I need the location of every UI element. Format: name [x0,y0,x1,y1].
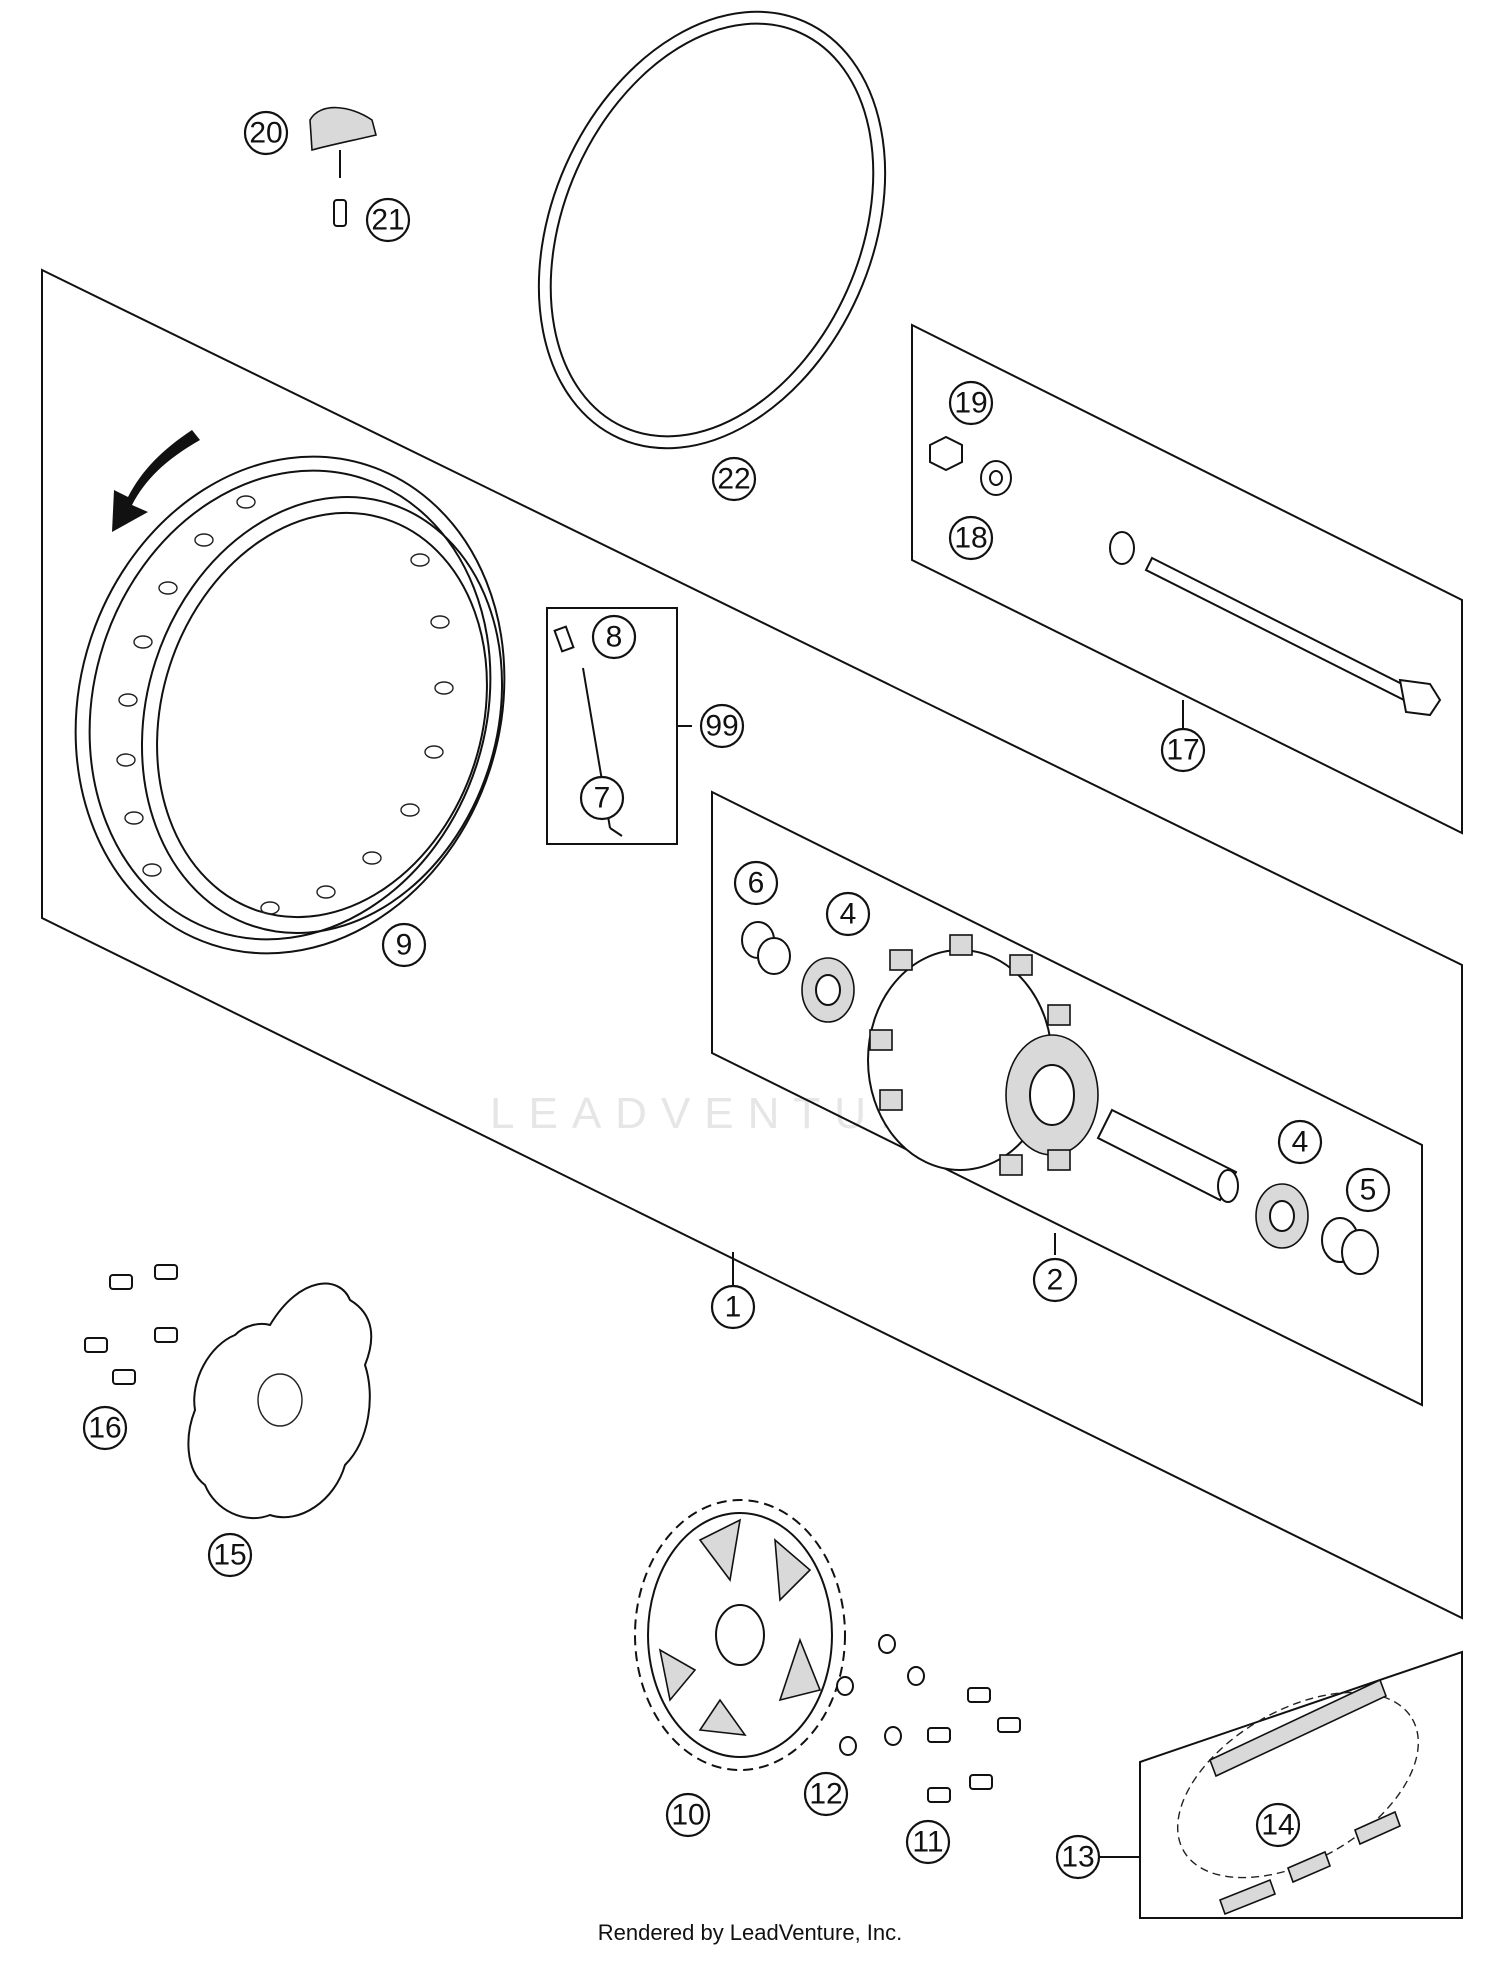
valve-part-20 [309,106,377,178]
callout-13[interactable]: 13 [1055,1834,1101,1880]
svg-text:2: 2 [1047,1264,1064,1297]
svg-text:20: 20 [249,117,282,150]
callout-5[interactable]: 5 [1345,1167,1391,1213]
sprocket-part-10 [634,1499,846,1771]
bearing-part-4-right [1255,1183,1309,1249]
washer-part-18 [980,460,1012,496]
distance-tube [1096,1108,1239,1203]
callout-4-right[interactable]: 4 [1277,1119,1323,1165]
axle-panel [911,323,1463,835]
svg-text:15: 15 [213,1539,246,1572]
callout-1[interactable]: 1 [710,1284,756,1330]
sprocket-bolts-part-11 [927,1687,1021,1803]
render-credit: Rendered by LeadVenture, Inc. [597,1920,903,1945]
svg-text:10: 10 [671,1799,704,1832]
rim-part-9 [74,455,506,955]
svg-text:22: 22 [717,463,750,496]
callout-15[interactable]: 15 [207,1532,253,1578]
callout-14[interactable]: 14 [1255,1802,1301,1848]
hub-spacer-part-6 [741,921,791,975]
valve-cap-part-21 [333,199,347,227]
svg-text:14: 14 [1261,1809,1294,1842]
callout-6[interactable]: 6 [733,860,779,906]
callout-20[interactable]: 20 [243,110,289,156]
svg-text:4: 4 [840,898,857,931]
spoke-nipple-part-8 [553,625,575,653]
callout-12[interactable]: 12 [803,1771,849,1817]
svg-text:16: 16 [88,1412,121,1445]
master-link-part-14 [1286,1850,1332,1884]
axle-part-17 [1109,531,1442,717]
callout-16[interactable]: 16 [82,1405,128,1451]
svg-text:7: 7 [594,782,611,815]
callout-8[interactable]: 8 [591,614,637,660]
svg-text:1: 1 [725,1291,742,1324]
callout-99[interactable]: 99 [699,703,745,749]
callout-9[interactable]: 9 [381,922,427,968]
hub-spacer-part-5 [1321,1217,1379,1275]
callout-19[interactable]: 19 [948,380,994,426]
svg-text:99: 99 [705,710,738,743]
callout-18[interactable]: 18 [948,515,994,561]
svg-text:18: 18 [954,522,987,555]
svg-text:9: 9 [396,929,413,962]
rim-tape-part-22 [537,10,887,450]
callout-22[interactable]: 22 [711,456,757,502]
svg-text:6: 6 [748,867,765,900]
svg-text:12: 12 [809,1778,842,1811]
svg-text:21: 21 [371,204,404,237]
disc-bolts-part-16 [84,1264,178,1385]
callout-7[interactable]: 7 [579,775,625,821]
chain-part-13 [1176,1678,1420,1916]
hub-assembly-panel [711,790,1423,1407]
callout-10[interactable]: 10 [665,1792,711,1838]
brake-disc-part-15 [187,1282,373,1520]
svg-text:17: 17 [1166,734,1199,767]
callout-11[interactable]: 11 [905,1819,951,1865]
svg-text:19: 19 [954,387,987,420]
hub-part-2 [867,934,1099,1176]
chain-panel [1139,1650,1463,1919]
bearing-part-4-left [801,957,855,1023]
svg-text:5: 5 [1360,1174,1377,1207]
callout-4-left[interactable]: 4 [825,891,871,937]
rotation-direction-arrow-icon [112,430,200,532]
svg-text:13: 13 [1061,1841,1094,1874]
axle-nut-part-19 [929,435,963,472]
wheel-assembly-panel [41,268,1463,1620]
callout-2[interactable]: 2 [1032,1257,1078,1303]
callout-21[interactable]: 21 [365,197,411,243]
svg-text:8: 8 [606,621,623,654]
sprocket-washers-part-12 [836,1634,925,1756]
svg-text:4: 4 [1292,1126,1309,1159]
svg-text:11: 11 [912,1826,943,1859]
callout-17[interactable]: 17 [1160,727,1206,773]
